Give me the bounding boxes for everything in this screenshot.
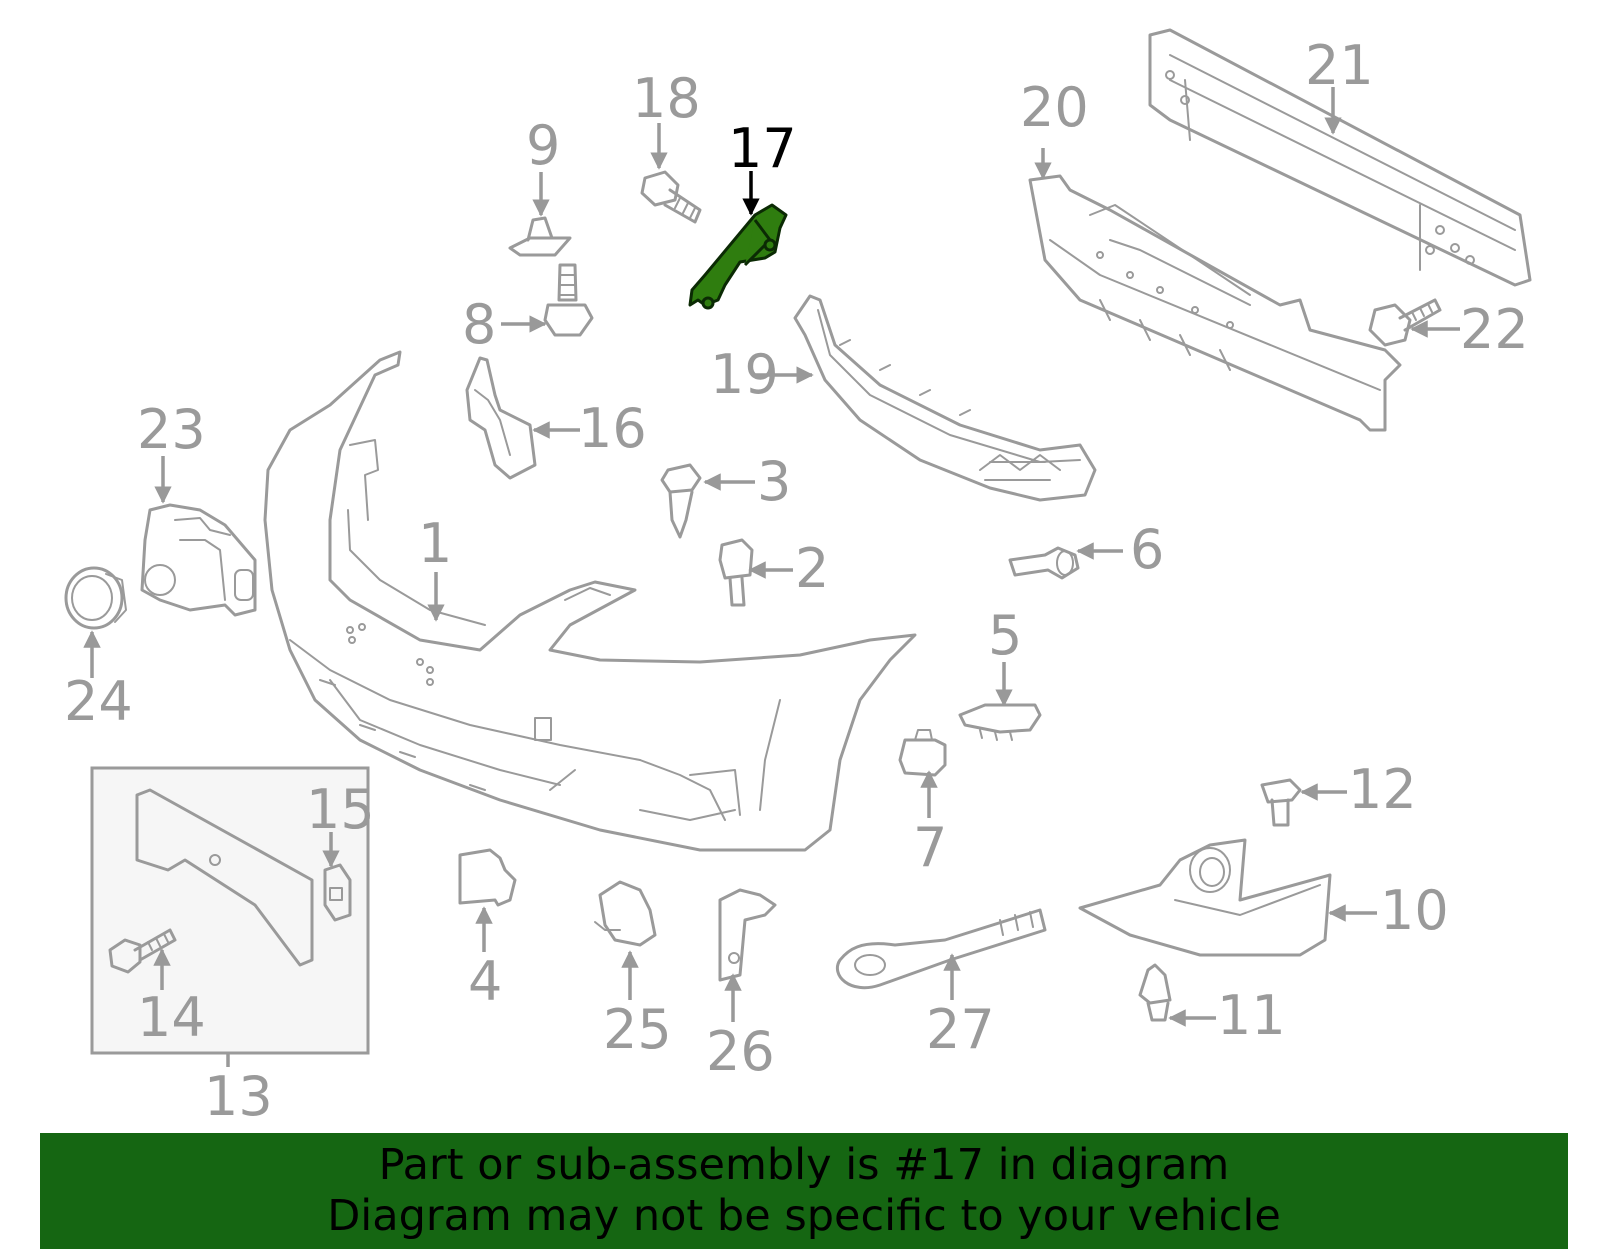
callout-9: 9 bbox=[526, 114, 560, 177]
info-banner: Part or sub-assembly is #17 in diagram D… bbox=[40, 1133, 1568, 1249]
part-23-sensor-bracket bbox=[140, 503, 257, 617]
callout-20: 20 bbox=[1020, 76, 1089, 139]
callout-24: 24 bbox=[64, 670, 133, 733]
callout-1: 1 bbox=[418, 512, 452, 575]
part-16-bracket bbox=[465, 356, 537, 480]
callout-25: 25 bbox=[603, 998, 672, 1061]
part-25-sensor bbox=[594, 880, 657, 947]
callout-8: 8 bbox=[462, 293, 496, 356]
part-17-bracket-highlighted bbox=[688, 203, 788, 310]
banner-line-disclaimer: Diagram may not be specific to your vehi… bbox=[327, 1191, 1281, 1241]
callout-7: 7 bbox=[913, 816, 947, 879]
part-6-clip bbox=[1008, 546, 1080, 580]
part-3-push-clip bbox=[660, 463, 702, 539]
part-12-grommet bbox=[1260, 778, 1302, 827]
callout-18: 18 bbox=[632, 67, 701, 130]
callout-23: 23 bbox=[137, 398, 206, 461]
part-11-clip bbox=[1138, 963, 1172, 1022]
part-8-bolt bbox=[543, 263, 594, 337]
callout-5: 5 bbox=[988, 604, 1022, 667]
part-27-tow-hook bbox=[836, 908, 1047, 990]
callout-4: 4 bbox=[468, 950, 502, 1013]
callout-17: 17 bbox=[728, 117, 797, 180]
callout-16: 16 bbox=[578, 397, 647, 460]
part-9-clip bbox=[508, 216, 572, 257]
part-26-bracket bbox=[718, 888, 777, 982]
callout-21: 21 bbox=[1305, 34, 1374, 97]
callout-labels: 18 17 9 8 16 1 23 24 3 2 6 5 7 12 10 11 … bbox=[64, 34, 1529, 1128]
part-1-bumper-cover bbox=[263, 350, 917, 852]
part-7-clip bbox=[898, 729, 947, 777]
callout-13: 13 bbox=[204, 1065, 273, 1128]
part-19-grille bbox=[793, 294, 1097, 502]
callout-3: 3 bbox=[757, 450, 791, 513]
callout-22: 22 bbox=[1460, 298, 1529, 361]
callout-26: 26 bbox=[706, 1020, 775, 1083]
callout-15: 15 bbox=[306, 778, 375, 841]
callout-14: 14 bbox=[137, 986, 206, 1049]
callout-12: 12 bbox=[1348, 758, 1417, 821]
leader-arrows bbox=[83, 87, 1460, 1027]
part-20-absorber bbox=[1028, 174, 1402, 432]
part-4-bracket bbox=[458, 848, 517, 907]
callout-10: 10 bbox=[1380, 879, 1449, 942]
part-10-panel bbox=[1078, 838, 1332, 957]
part-21-reinforcement bbox=[1148, 28, 1532, 287]
banner-line-part-number: Part or sub-assembly is #17 in diagram bbox=[378, 1140, 1230, 1190]
callout-19: 19 bbox=[710, 343, 779, 406]
callout-27: 27 bbox=[926, 998, 995, 1061]
callout-6: 6 bbox=[1130, 518, 1164, 581]
callout-2: 2 bbox=[795, 537, 829, 600]
part-18-bolt bbox=[640, 170, 702, 224]
part-13-kit-box bbox=[90, 766, 370, 1067]
part-2-stud bbox=[718, 538, 754, 607]
callout-11: 11 bbox=[1217, 984, 1286, 1047]
part-5-cap bbox=[958, 703, 1042, 741]
part-24-ring bbox=[64, 566, 127, 630]
part-22-bolt bbox=[1368, 298, 1442, 347]
